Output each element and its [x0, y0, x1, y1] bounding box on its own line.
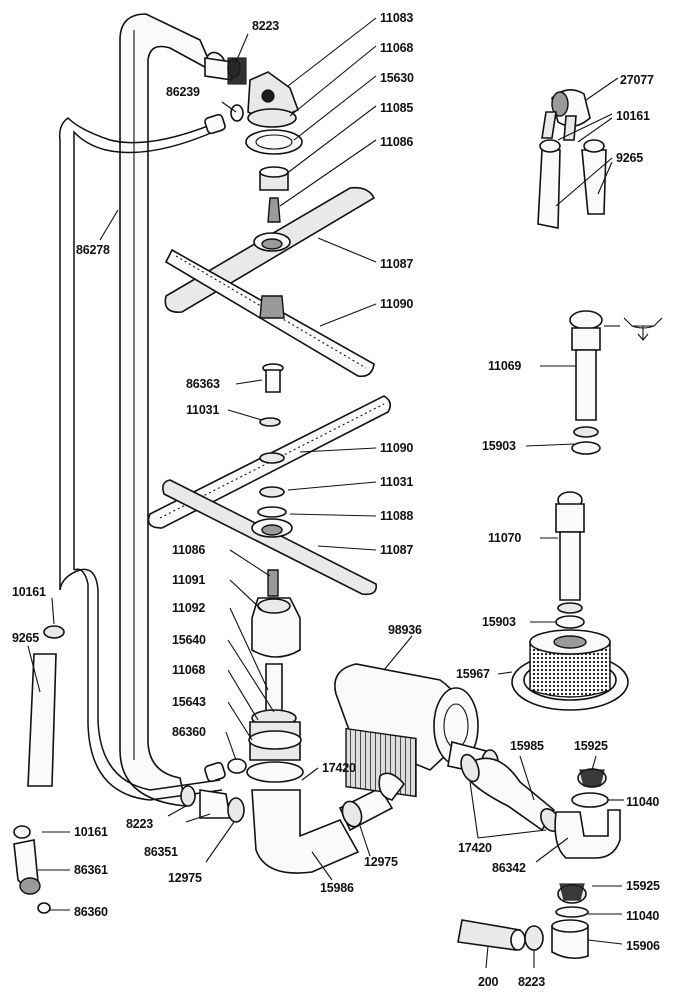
label-11083: 11083 [380, 11, 413, 25]
label-200: 200 [478, 975, 499, 989]
label-15925: 15925 [574, 739, 608, 753]
upper-hub-assembly [204, 57, 303, 223]
label-11091: 11091 [172, 573, 205, 587]
lower-spray-arm-11087 [162, 479, 378, 596]
label-86239: 86239 [166, 85, 200, 99]
label-11085: 11085 [380, 101, 413, 115]
top-right-connector-27077 [537, 89, 607, 229]
label-10161: 10161 [74, 825, 108, 839]
drain-hose-86278 [58, 113, 226, 801]
spray-column [227, 569, 304, 783]
label-9265: 9265 [616, 151, 643, 165]
left-clamps [180, 785, 245, 823]
label-8223: 8223 [518, 975, 545, 989]
label-11031: 11031 [186, 403, 219, 417]
left-fittings [13, 625, 65, 914]
label-11087: 11087 [380, 543, 413, 557]
label-10161: 10161 [616, 109, 650, 123]
label-86342: 86342 [492, 861, 526, 875]
hose-200 [457, 919, 544, 951]
label-10161: 10161 [12, 585, 46, 599]
label-86361: 86361 [74, 863, 108, 877]
leader-lines [27, 17, 624, 969]
label-27077: 27077 [620, 73, 654, 87]
label-9265: 9265 [12, 631, 39, 645]
label-11092: 11092 [172, 601, 205, 615]
label-11086: 11086 [380, 135, 413, 149]
label-86363: 86363 [186, 377, 220, 391]
label-11068: 11068 [380, 41, 413, 55]
label-86278: 86278 [76, 243, 110, 257]
label-17420: 17420 [322, 761, 356, 775]
label-8223: 8223 [126, 817, 153, 831]
label-86351: 86351 [144, 845, 178, 859]
label-15903: 15903 [482, 439, 516, 453]
label-11088: 11088 [380, 509, 413, 523]
label-15967: 15967 [456, 667, 490, 681]
upper-spray-arm-11090 [164, 248, 375, 378]
label-8223: 8223 [252, 19, 279, 33]
label-11031: 11031 [380, 475, 413, 489]
label-15630: 15630 [380, 71, 414, 85]
label-11090: 11090 [380, 297, 413, 311]
label-86360: 86360 [172, 725, 206, 739]
label-98936: 98936 [388, 623, 422, 637]
label-11070: 11070 [488, 531, 521, 545]
part-labels: 8223 11083 11068 15630 86239 11085 11086… [12, 11, 660, 989]
label-15643: 15643 [172, 695, 206, 709]
label-11086: 11086 [172, 543, 205, 557]
hose-15985 [460, 753, 560, 832]
lower-spray-arm-11090 [147, 395, 392, 529]
label-11068: 11068 [172, 663, 205, 677]
label-11040: 11040 [626, 795, 659, 809]
label-12975: 12975 [364, 855, 398, 869]
label-86360: 86360 [74, 905, 108, 919]
elbow-15986 [251, 786, 394, 874]
label-11087: 11087 [380, 257, 413, 271]
sump-15906 [551, 883, 589, 960]
sump-86342 [554, 768, 621, 859]
filter-assembly [511, 310, 629, 711]
label-15985: 15985 [510, 739, 544, 753]
label-15640: 15640 [172, 633, 206, 647]
label-15925: 15925 [626, 879, 660, 893]
label-11040: 11040 [626, 909, 659, 923]
water-level-symbol [604, 317, 663, 341]
label-12975: 12975 [168, 871, 202, 885]
label-17420: 17420 [458, 841, 492, 855]
label-15906: 15906 [626, 939, 660, 953]
label-15986: 15986 [320, 881, 354, 895]
label-11090: 11090 [380, 441, 413, 455]
label-11069: 11069 [488, 359, 521, 373]
nozzle-86363 [259, 363, 284, 427]
label-15903: 15903 [482, 615, 516, 629]
